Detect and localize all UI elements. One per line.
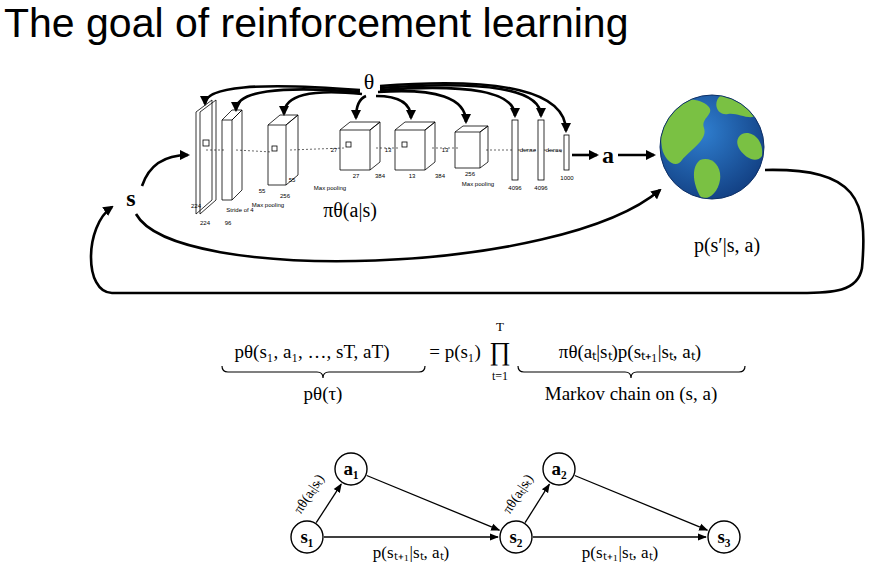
- transition-arrow: [533, 536, 706, 537]
- equation-term: ∏: [489, 338, 510, 367]
- layer-size: 27: [331, 147, 338, 154]
- cnn-illustration: [196, 100, 569, 214]
- edge-label: πθ(aₜ|sₜ): [290, 470, 329, 518]
- transition-arrow: [575, 475, 708, 530]
- layer-size: 224: [191, 203, 201, 210]
- math-label: a: [602, 142, 614, 168]
- equation-term: pθ(s₁, a₁, …, sT, aT): [235, 342, 390, 363]
- layer-size: 13: [442, 147, 449, 154]
- transition-arrow: [367, 475, 500, 530]
- slide-title: The goal of reinforcement learning: [4, 0, 628, 47]
- layer-size: 13: [385, 147, 392, 154]
- state-circle: s₂: [499, 520, 533, 554]
- layer-size: 55: [259, 188, 266, 195]
- layer-size: 55: [289, 177, 296, 184]
- globe-illustration: [660, 95, 764, 199]
- equation-term: pθ(τ): [304, 384, 343, 405]
- state-circle: s₃: [707, 520, 741, 554]
- layer-size: 384: [375, 173, 385, 180]
- parameter-arrows: [205, 83, 566, 131]
- layer-size: dense: [546, 147, 562, 154]
- layer-size: 13: [409, 173, 416, 180]
- math-label: p(s′|s, a): [694, 234, 760, 256]
- layer-size: Stride of 4: [226, 207, 253, 214]
- math-label: s: [126, 185, 135, 211]
- equation-term: T: [496, 320, 504, 334]
- layer-size: 256: [280, 193, 290, 200]
- equation-term: Markov chain on (s, a): [545, 384, 718, 405]
- state-circle: s₁: [290, 520, 324, 554]
- layer-size: 384: [435, 173, 445, 180]
- state-circle: a₂: [542, 452, 576, 486]
- layer-size: 224: [200, 220, 210, 227]
- layer-size: 256: [465, 171, 475, 178]
- equation-term: = p(s₁): [429, 342, 481, 363]
- layer-size: 4096: [508, 185, 521, 192]
- layer-size: Max pooling: [252, 202, 284, 209]
- layer-size: Max pooling: [462, 181, 494, 188]
- node-label: s₃: [717, 526, 730, 548]
- state-circle: a₁: [334, 452, 368, 486]
- layer-size: 96: [225, 220, 232, 227]
- node-label: a₁: [343, 458, 358, 480]
- layer-size: 4096: [534, 185, 547, 192]
- equation-term: πθ(aₜ|sₜ)p(sₜ₊₁|sₜ, aₜ): [559, 342, 701, 363]
- transition-arrow: [324, 536, 498, 537]
- node-label: s₂: [509, 526, 522, 548]
- math-label: πθ(a|s): [323, 199, 377, 221]
- math-label: θ: [364, 70, 375, 94]
- node-label: s₁: [300, 526, 313, 548]
- layer-size: Max pooling: [314, 185, 346, 192]
- underbrace: [222, 366, 745, 378]
- equation-term: t=1: [492, 370, 508, 383]
- layer-size: 1000: [560, 175, 573, 182]
- edge-label: p(sₜ₊₁|sₜ, aₜ): [580, 544, 660, 563]
- layer-size: dense: [520, 147, 536, 154]
- layer-size: 27: [353, 173, 360, 180]
- node-label: a₂: [551, 458, 566, 480]
- edge-label: p(sₜ₊₁|sₜ, aₜ): [371, 544, 451, 563]
- edge-label: πθ(aₜ|sₜ): [499, 470, 538, 518]
